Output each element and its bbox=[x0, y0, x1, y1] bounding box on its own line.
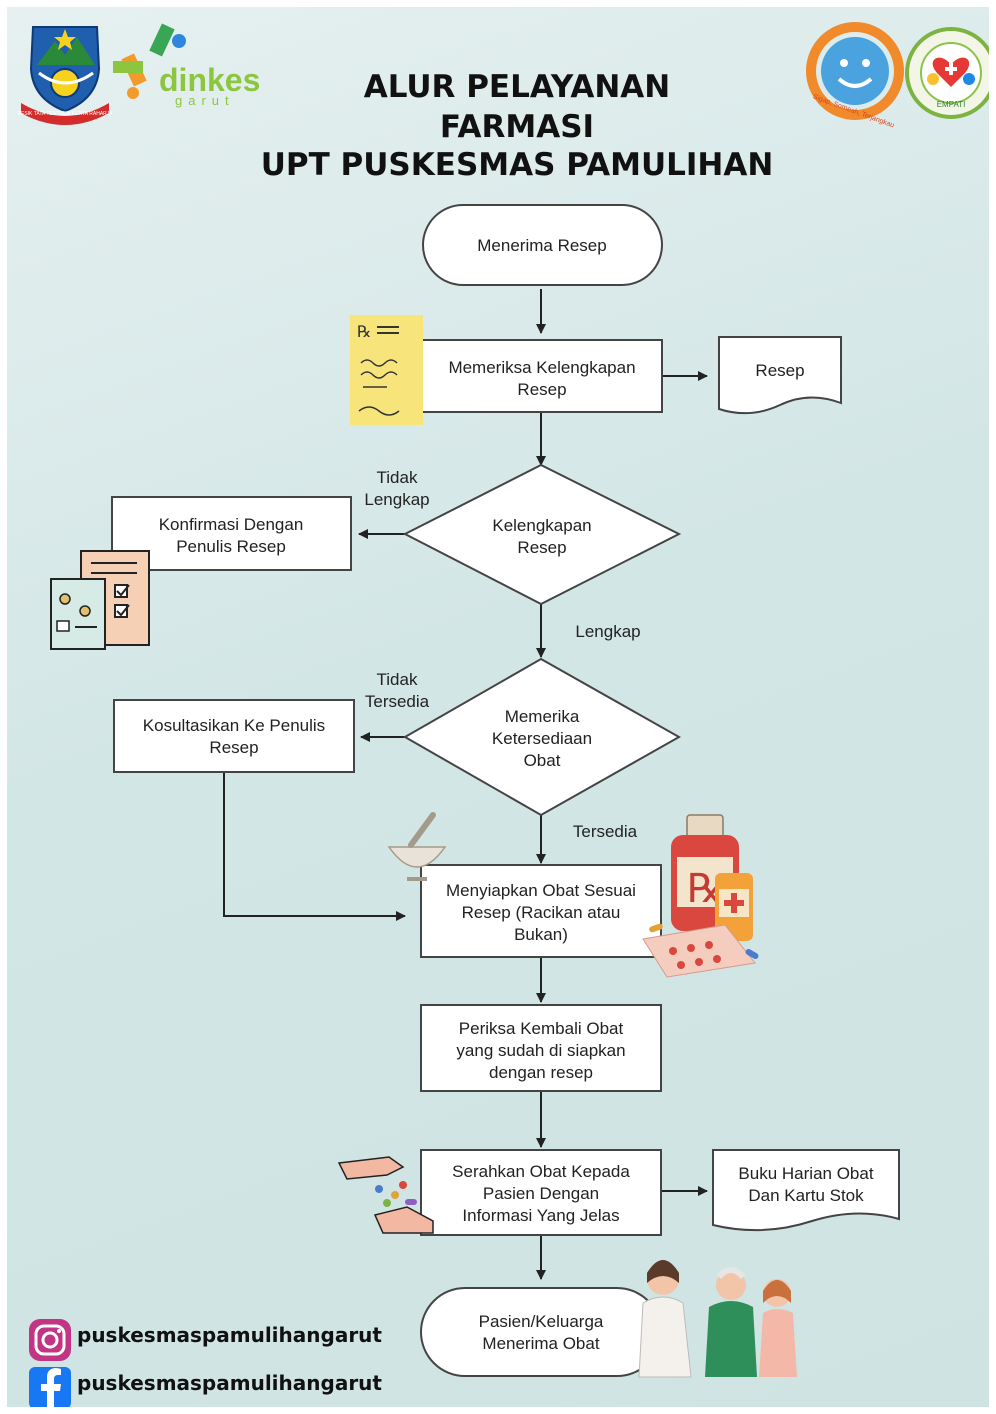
completeness-decision-diamond bbox=[402, 463, 682, 606]
confirm-label-line2: Penulis Resep bbox=[176, 537, 286, 556]
logbook-document-shape bbox=[712, 1149, 900, 1232]
instagram-handle-link[interactable]: puskesmaspamulihangarut bbox=[77, 1323, 382, 1347]
garut-emblem-logo: RESIK TATA TENTREM KERTA RAHARJA bbox=[17, 26, 113, 125]
connectors bbox=[223, 289, 708, 1280]
start-terminal bbox=[422, 204, 663, 286]
decision1-label-line2: Resep bbox=[517, 538, 566, 557]
flowchart: RESIK TATA TENTREM KERTA RAHARJA dinkes … bbox=[17, 22, 989, 1407]
empati-logo: EMPATI bbox=[905, 27, 989, 119]
edge-label-tidak-tersedia-1: Tidak bbox=[377, 670, 418, 689]
check-label-line1: Memeriksa Kelengkapan bbox=[448, 358, 635, 377]
confirm-label-line1: Konfirmasi Dengan bbox=[159, 515, 304, 534]
facebook-handle-link[interactable]: puskesmaspamulihangarut bbox=[77, 1371, 382, 1395]
consult-label-line2: Resep bbox=[209, 738, 258, 757]
pharmacist-and-patients-illustration bbox=[638, 1260, 797, 1378]
medical-forms-icon bbox=[50, 550, 150, 650]
decision2-label-line3: Obat bbox=[524, 751, 561, 770]
empati-label: EMPATI bbox=[937, 100, 966, 109]
page-title-line3: UPT PUSKESMAS PAMULIHAN bbox=[260, 147, 774, 183]
edge-label-tidak-tersedia-2: Tersedia bbox=[365, 692, 430, 711]
page-title-line1: ALUR PELAYANAN bbox=[363, 69, 671, 105]
end-label-line2: Menerima Obat bbox=[482, 1334, 599, 1353]
prepare-label-line3: Bukan) bbox=[514, 925, 568, 944]
recheck-label-line2: yang sudah di siapkan bbox=[456, 1041, 625, 1060]
recheck-label-line3: dengan resep bbox=[489, 1063, 593, 1082]
prepare-label-line1: Menyiapkan Obat Sesuai bbox=[446, 881, 636, 900]
edge-label-tidak-lengkap-2: Lengkap bbox=[364, 490, 429, 509]
decision1-label-line1: Kelengkapan bbox=[492, 516, 591, 535]
end-label-line1: Pasien/Keluarga bbox=[479, 1312, 604, 1331]
dinkes-logo: dinkes garut bbox=[113, 23, 260, 108]
end-terminal bbox=[420, 1287, 662, 1377]
handover-label-line1: Serahkan Obat Kepada bbox=[452, 1162, 630, 1181]
dinkes-wordmark: dinkes bbox=[159, 62, 260, 98]
consult-writer-box bbox=[113, 699, 355, 773]
prepare-label-line2: Resep (Racikan atau bbox=[462, 903, 621, 922]
availability-decision-diamond bbox=[402, 657, 682, 817]
arrow-kosultasikan-to-prepare bbox=[223, 772, 406, 921]
start-label: Menerima Resep bbox=[477, 236, 606, 255]
prepare-medicine-box bbox=[420, 864, 662, 958]
consult-label-line1: Kosultasikan Ke Penulis bbox=[143, 716, 325, 735]
recheck-label-line1: Periksa Kembali Obat bbox=[459, 1019, 624, 1038]
instagram-icon bbox=[29, 1319, 71, 1361]
svg-text:℞: ℞ bbox=[357, 322, 371, 341]
confirm-writer-box bbox=[111, 496, 352, 571]
prescription-note-icon: ℞ bbox=[350, 315, 423, 425]
page-title-line2: FARMASI bbox=[439, 109, 595, 145]
garut-wordmark: garut bbox=[175, 93, 235, 108]
logbook-label-line1: Buku Harian Obat bbox=[738, 1164, 873, 1183]
hands-giving-pills-icon bbox=[337, 1156, 434, 1234]
check-completeness-box bbox=[421, 339, 663, 413]
edge-label-tidak-lengkap-1: Tidak bbox=[377, 468, 418, 487]
resep-doc-label: Resep bbox=[755, 361, 804, 380]
page: ALUR PELAYANAN FARMASI UPT PUSKESMAS PAM… bbox=[7, 7, 989, 1407]
facebook-icon bbox=[29, 1367, 71, 1407]
decision2-label-line1: Memerika bbox=[505, 707, 580, 726]
handover-label-line2: Pasien Dengan bbox=[483, 1184, 599, 1203]
logbook-label-line2: Dan Kartu Stok bbox=[748, 1186, 864, 1205]
mortar-pestle-icon bbox=[387, 812, 447, 881]
resep-document-shape bbox=[718, 336, 842, 415]
edge-label-lengkap: Lengkap bbox=[575, 622, 640, 641]
hand-over-box bbox=[420, 1149, 662, 1236]
handover-label-line3: Informasi Yang Jelas bbox=[462, 1206, 619, 1225]
recheck-medicine-box bbox=[420, 1004, 662, 1092]
medicine-bottles-icon: ℞ bbox=[642, 814, 759, 978]
check-label-line2: Resep bbox=[517, 380, 566, 399]
edge-label-tersedia: Tersedia bbox=[573, 822, 638, 841]
garut-motto-text: RESIK TATA TENTREM KERTA RAHARJA bbox=[17, 111, 113, 117]
sigap-smile-logo: Sigap, Someah, Terjangkau bbox=[806, 22, 904, 129]
decision2-label-line2: Ketersediaan bbox=[492, 729, 592, 748]
